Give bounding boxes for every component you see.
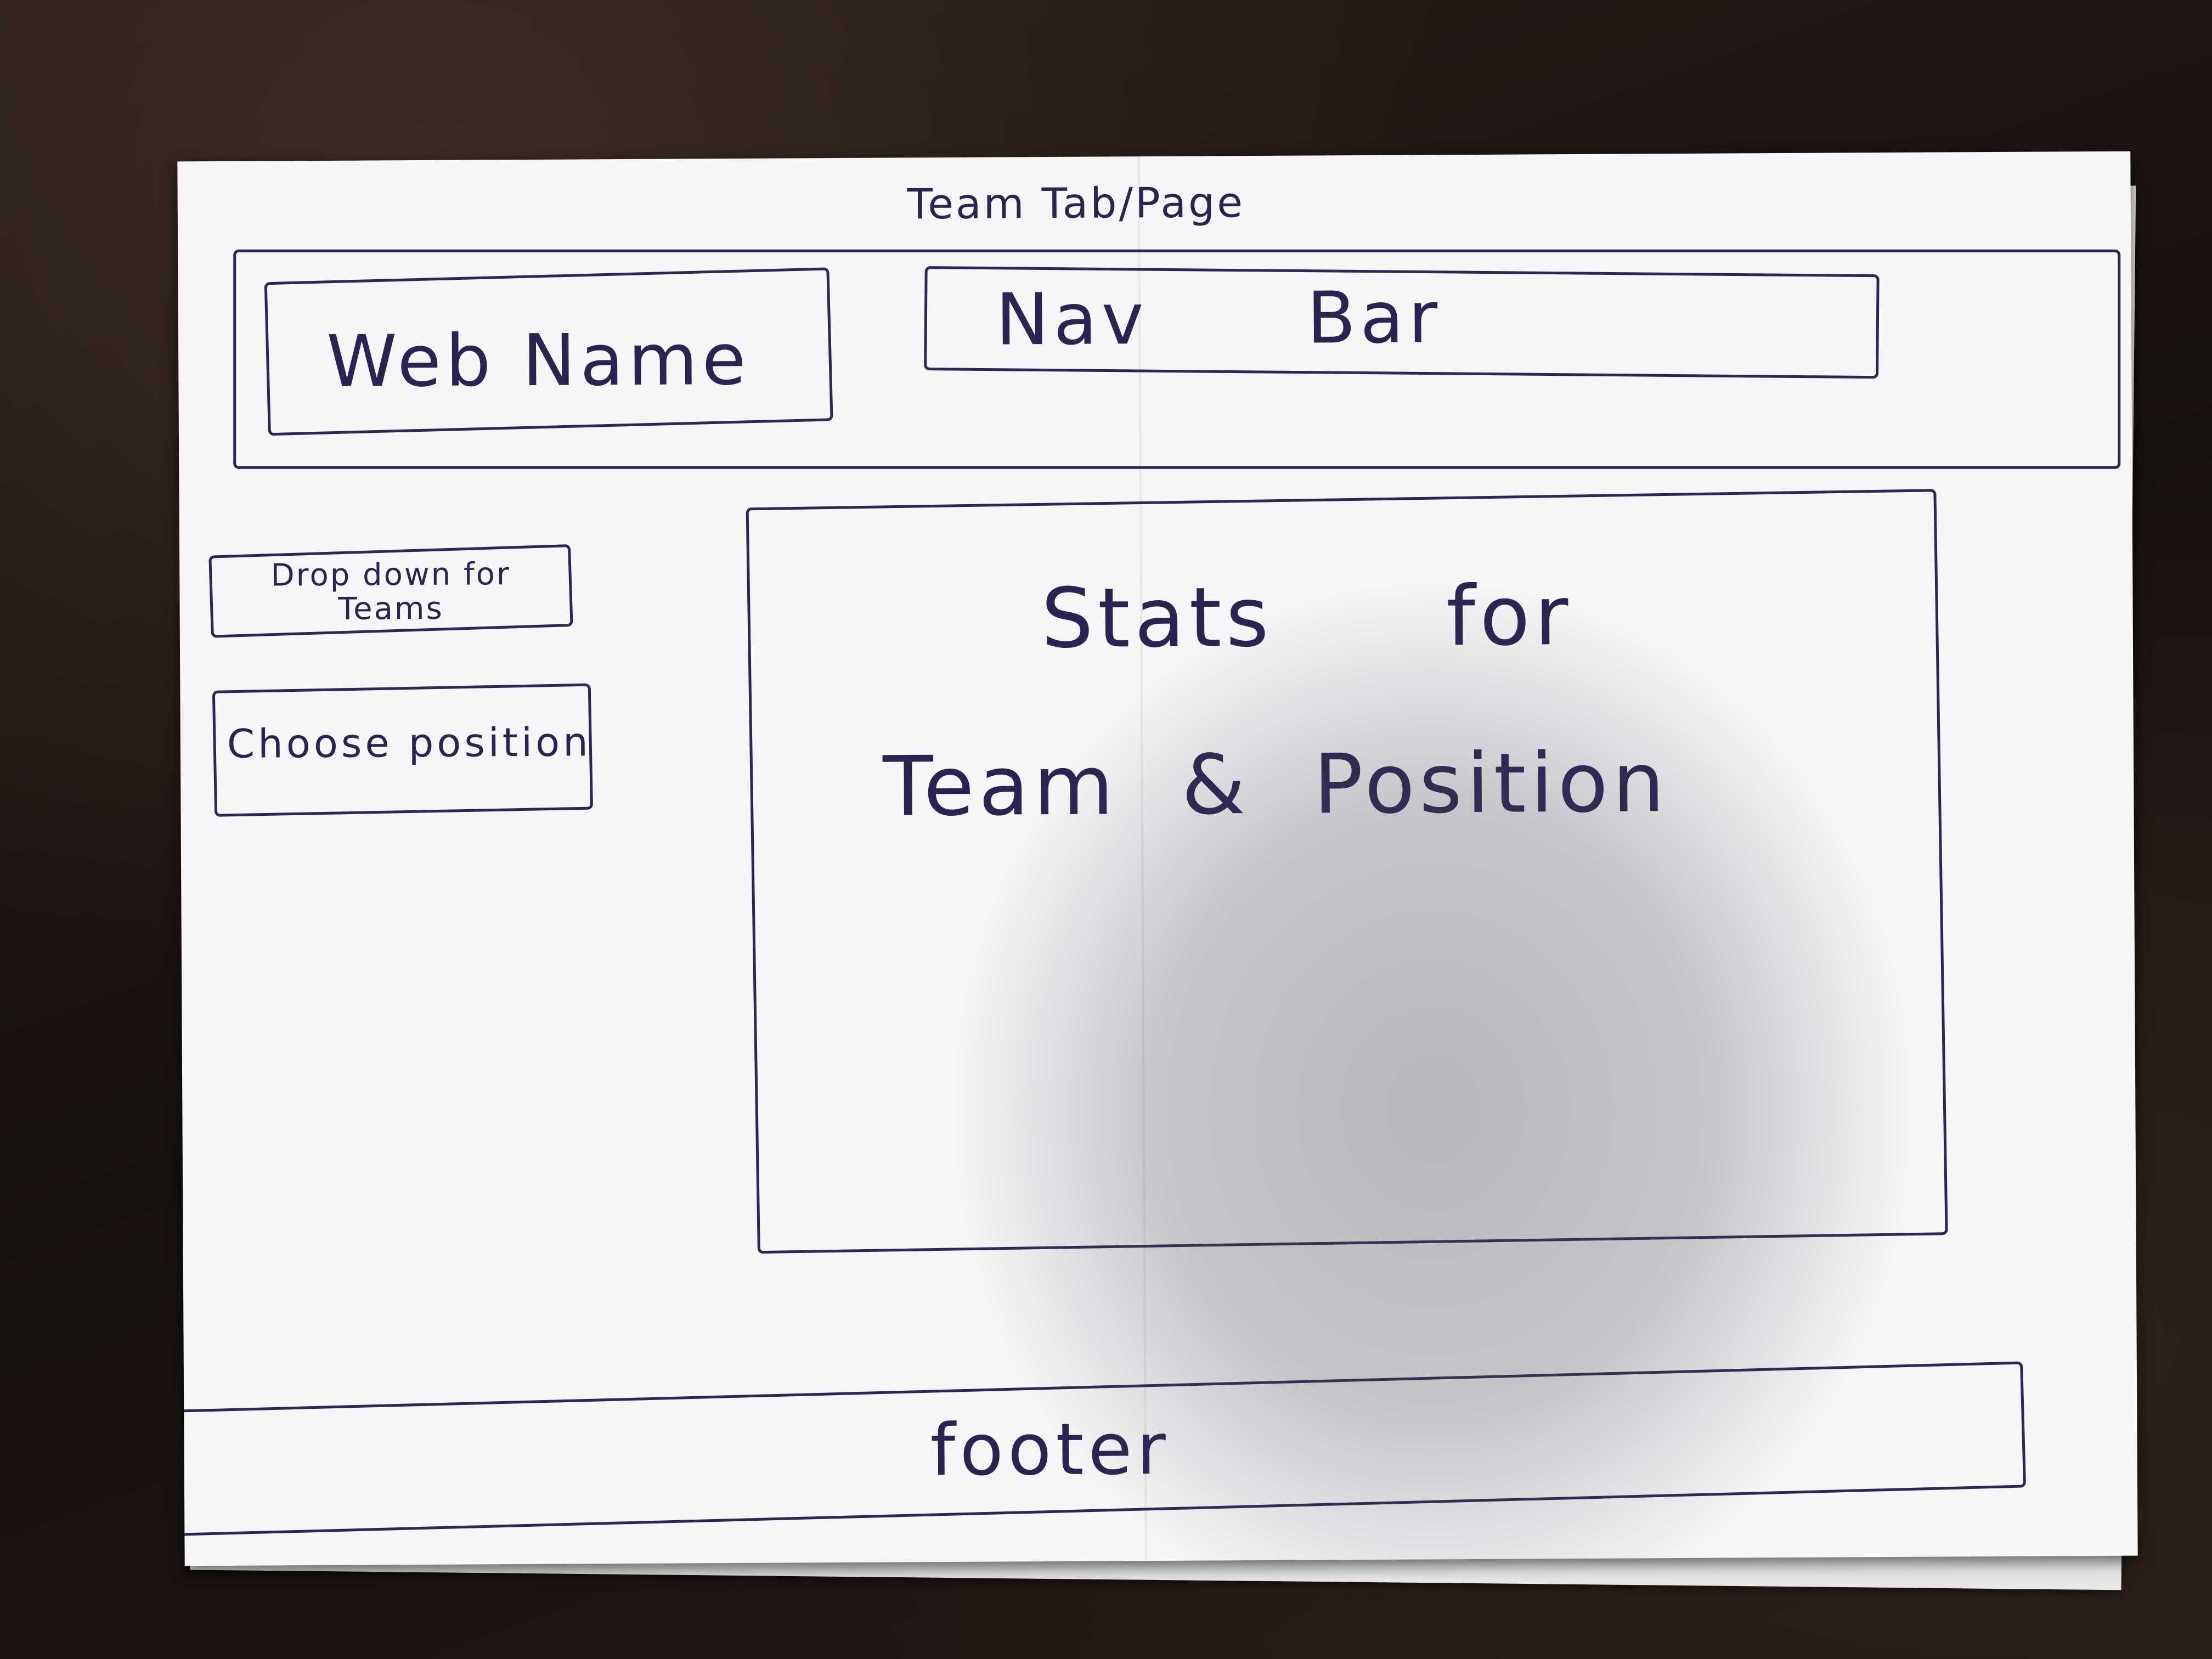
wireframe-sketch-paper: Team Tab/Page Web Name Nav Bar Drop down… (177, 151, 2138, 1566)
nav-bar-label: Nav Bar (995, 275, 1442, 362)
page-title: Team Tab/Page (907, 178, 1245, 229)
team-dropdown-label: Drop down for Teams (270, 556, 511, 627)
position-selector-label: Choose position (227, 719, 591, 767)
stats-title-line1: Stats for (1041, 568, 1573, 667)
web-name-label: Web Name (326, 317, 751, 403)
footer-label: footer (930, 1407, 1171, 1492)
stats-title-line2: Team & Position (882, 735, 1669, 835)
